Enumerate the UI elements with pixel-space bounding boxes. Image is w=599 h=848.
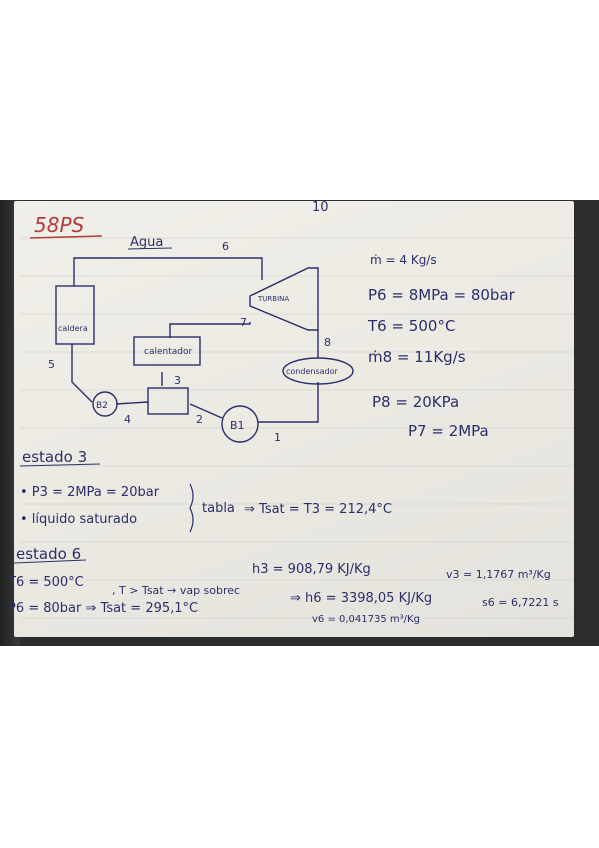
line-7 — [169, 322, 251, 338]
line-6 — [73, 257, 263, 286]
estado-6-h6: ⇒ h6 = 3398,05 KJ/Kg — [290, 591, 432, 606]
top-label: 10 — [312, 200, 329, 215]
ruled-lines — [20, 237, 574, 619]
pump-2-circle — [92, 391, 118, 417]
pump-1-circle — [221, 405, 259, 443]
estado-3-line-1: • P3 = 2MPa = 20bar — [20, 485, 160, 500]
boiler-label: caldera — [58, 324, 88, 333]
fluid-label: Agua — [130, 235, 163, 250]
title-underline — [29, 235, 103, 239]
notebook-page — [14, 201, 574, 637]
given-m8: ṁ8 = 11Kg/s — [368, 348, 466, 366]
state-number-2: 2 — [196, 413, 203, 426]
boiler-box — [55, 285, 95, 345]
heater-box — [133, 336, 201, 366]
line-5 — [71, 344, 93, 403]
pump-1-label: B1 — [230, 419, 245, 432]
page-title: 58PS — [34, 213, 85, 237]
estado-6-line-1: T6 = 500°C — [7, 575, 84, 590]
line-4 — [115, 401, 149, 405]
estado-3-v3: v3 = 1,1767 m³/Kg — [446, 568, 551, 581]
estado-6-heading: estado 6 — [16, 545, 81, 563]
turbine-shape — [249, 267, 319, 331]
state-number-5: 5 — [48, 358, 55, 371]
given-p7: P7 = 2MPa — [408, 422, 489, 440]
estado-6-s6: s6 = 6,7221 s — [482, 596, 559, 609]
state-number-7: 7 — [240, 316, 247, 329]
condenser-label: condensador — [286, 367, 338, 376]
estado-3-tsat: ⇒ Tsat = T3 = 212,4°C — [244, 502, 392, 517]
line-2 — [189, 403, 223, 419]
state-number-6: 6 — [222, 240, 229, 253]
piping — [71, 257, 319, 423]
state-number-8: 8 — [324, 336, 331, 349]
given-p8: P8 = 20KPa — [372, 393, 459, 411]
pump-2-label: B2 — [96, 401, 108, 411]
state-number-1: 1 — [274, 431, 281, 444]
state-number-4: 4 — [124, 413, 131, 426]
fluid-underline — [127, 247, 173, 250]
estado-3-underline — [19, 463, 101, 467]
estado-3-h3: h3 = 908,79 KJ/Kg — [252, 562, 371, 577]
estado-6-underline — [13, 559, 87, 564]
estado-3-tabla: tabla — [202, 501, 235, 516]
estado-6-condition: , T > Tsat → vap sobrec — [112, 584, 240, 597]
given-p6: P6 = 8MPa = 80bar — [368, 286, 516, 304]
estado-3-line-2: • líquido saturado — [20, 512, 137, 527]
mixing-chamber — [147, 387, 189, 415]
estado-3-heading: estado 3 — [22, 448, 87, 466]
condenser-shape — [282, 357, 354, 385]
estado-6-v6: v6 = 0,041735 m³/Kg — [312, 614, 420, 625]
heater-label: calentador — [144, 347, 192, 357]
brace — [189, 483, 194, 533]
estado-6-line-2: P6 = 80bar ⇒ Tsat = 295,1°C — [8, 601, 198, 616]
given-mass-flow: ṁ = 4 Kg/s — [370, 253, 437, 267]
line-1 — [258, 382, 319, 423]
given-t6: T6 = 500°C — [367, 317, 455, 335]
state-number-3: 3 — [174, 374, 181, 387]
turbine-label: TURBINA — [257, 295, 289, 303]
